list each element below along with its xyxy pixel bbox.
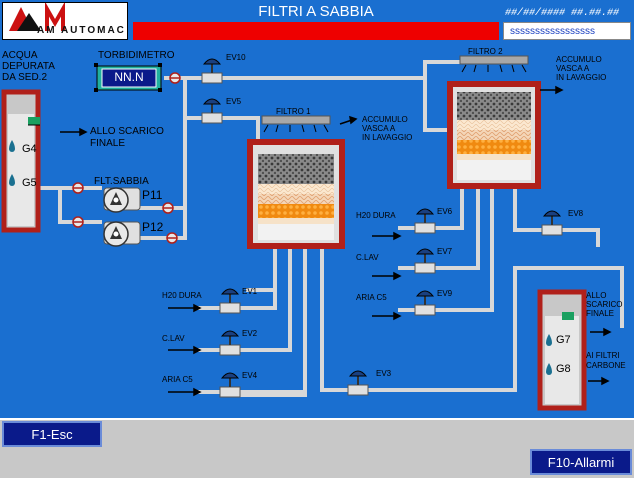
tank-sed2 [1, 89, 41, 233]
level-g7-label: G7 [556, 334, 571, 346]
valve-ev6-label: EV6 [437, 207, 453, 216]
accumulo-2-line1: ACCUMULO [556, 55, 602, 64]
valve-ev7-label: EV7 [437, 247, 453, 256]
valve-ev5-icon[interactable] [201, 98, 223, 124]
valve-ev1-label: EV1 [242, 287, 258, 296]
status-text: sssssssssssssssss [510, 26, 595, 37]
filtro-1-label: FILTRO 1 [276, 107, 311, 116]
filtro-2-spray [461, 64, 527, 73]
accumulo-2-line2: VASCA A [556, 64, 590, 73]
accumulo-1-line2: VASCA A [362, 124, 396, 133]
pump-p12-label: P12 [142, 220, 164, 234]
logo-text: AM AUTOMAC [37, 25, 126, 36]
scarico-2-line3: FINALE [586, 309, 615, 318]
process-diagram [1, 55, 624, 411]
scarico-label-line1: ALLO SCARICO [90, 126, 164, 137]
pump-p11-label: P11 [142, 188, 163, 202]
arrow-icon [168, 387, 202, 397]
valve-ev9-icon[interactable] [414, 290, 436, 316]
valve-ev7-icon[interactable] [414, 248, 436, 274]
valve-ev8-icon[interactable] [541, 210, 563, 236]
arrow-icon [372, 271, 402, 281]
drop-icon-g4 [9, 140, 15, 152]
arrow-icon [372, 231, 402, 241]
arrow-icon [540, 85, 564, 95]
flt-sabbia-label: FLT.SABBIA [94, 176, 149, 187]
level-g5-label: G5 [22, 177, 37, 189]
filtro-2-label: FILTRO 2 [468, 47, 503, 56]
scarico-2-line2: SCARICO [586, 300, 623, 309]
arrow-icon [168, 303, 202, 313]
pipes [36, 60, 624, 397]
filtro-2-tank [447, 55, 541, 189]
scarico-2-line1: ALLO [586, 291, 607, 300]
accumulo-1-line3: IN LAVAGGIO [362, 133, 413, 142]
level-g4-label: G4 [22, 143, 37, 155]
arrow-icon [339, 115, 358, 125]
alarm-bar [133, 22, 499, 40]
carbone-line1: AI FILTRI [586, 351, 620, 360]
scarico-label-line2: FINALE [90, 138, 126, 149]
arrow-icon [588, 376, 610, 386]
torbidimetro-label: TORBIDIMETRO [98, 50, 175, 61]
filtro-1-spray [263, 124, 329, 133]
acqua-label-line1: ACQUA [2, 50, 38, 61]
acqua-label-line2: DEPURATA [2, 61, 55, 72]
logo-mark [9, 1, 65, 31]
valve-ev6-icon[interactable] [414, 208, 436, 234]
f10-allarmi-button[interactable]: F10-Allarmi [530, 449, 632, 475]
clav-label-2: C.LAV [356, 253, 379, 262]
aria-label-2: ARIA C5 [356, 293, 387, 302]
acqua-label-line3: DA SED.2 [2, 72, 48, 83]
carbone-line2: CARBONE [586, 361, 626, 370]
valve-ev4-label: EV4 [242, 371, 258, 380]
h20-dura-label-1: H20 DURA [162, 291, 202, 300]
status-box: sssssssssssssssss [503, 22, 631, 40]
f1-esc-button[interactable]: F1-Esc [2, 421, 102, 447]
page-title: FILTRI A SABBIA [258, 3, 374, 20]
pump-p12-icon[interactable] [103, 221, 141, 247]
arrow-icon [60, 127, 88, 137]
arrow-icon [590, 327, 612, 337]
valve-ev5-label: EV5 [226, 97, 242, 106]
level-g8-label: G8 [556, 363, 571, 375]
valve-ev8-label: EV8 [568, 209, 584, 218]
flow-arrows [60, 85, 612, 397]
valve-ev3-icon[interactable] [347, 370, 369, 396]
aria-label-1: ARIA C5 [162, 375, 193, 384]
torbidimetro-value: NN.N [114, 70, 144, 84]
tank-scarico [537, 289, 587, 411]
accumulo-1-line1: ACCUMULO [362, 115, 408, 124]
function-key-bar [0, 418, 634, 478]
valve-ev2-label: EV2 [242, 329, 258, 338]
arrow-icon [168, 345, 202, 355]
valve-ev1-icon[interactable] [219, 288, 241, 314]
datetime-display: ##/##/#### ##.##.## [505, 8, 620, 19]
drop-icon-g5 [9, 174, 15, 186]
drop-icon-g8 [546, 363, 552, 375]
filtro-1-tank [247, 115, 345, 249]
drop-icon-g7 [546, 334, 552, 346]
valve-ev2-icon[interactable] [219, 330, 241, 356]
arrow-icon [372, 311, 402, 321]
valve-ev10-icon[interactable] [201, 58, 223, 84]
pump-p11-icon[interactable] [103, 187, 141, 213]
valve-ev10-label: EV10 [226, 53, 246, 62]
clav-label-1: C.LAV [162, 334, 185, 343]
valve-ev9-label: EV9 [437, 289, 453, 298]
valve-ev3-label: EV3 [376, 369, 392, 378]
accumulo-2-line3: IN LAVAGGIO [556, 73, 607, 82]
torbidimetro-instrument [94, 63, 162, 92]
valve-ev4-icon[interactable] [219, 372, 241, 398]
logo: AM AUTOMAC [2, 1, 128, 40]
flow-indicators [72, 72, 181, 244]
h20-dura-label-2: H20 DURA [356, 211, 396, 220]
